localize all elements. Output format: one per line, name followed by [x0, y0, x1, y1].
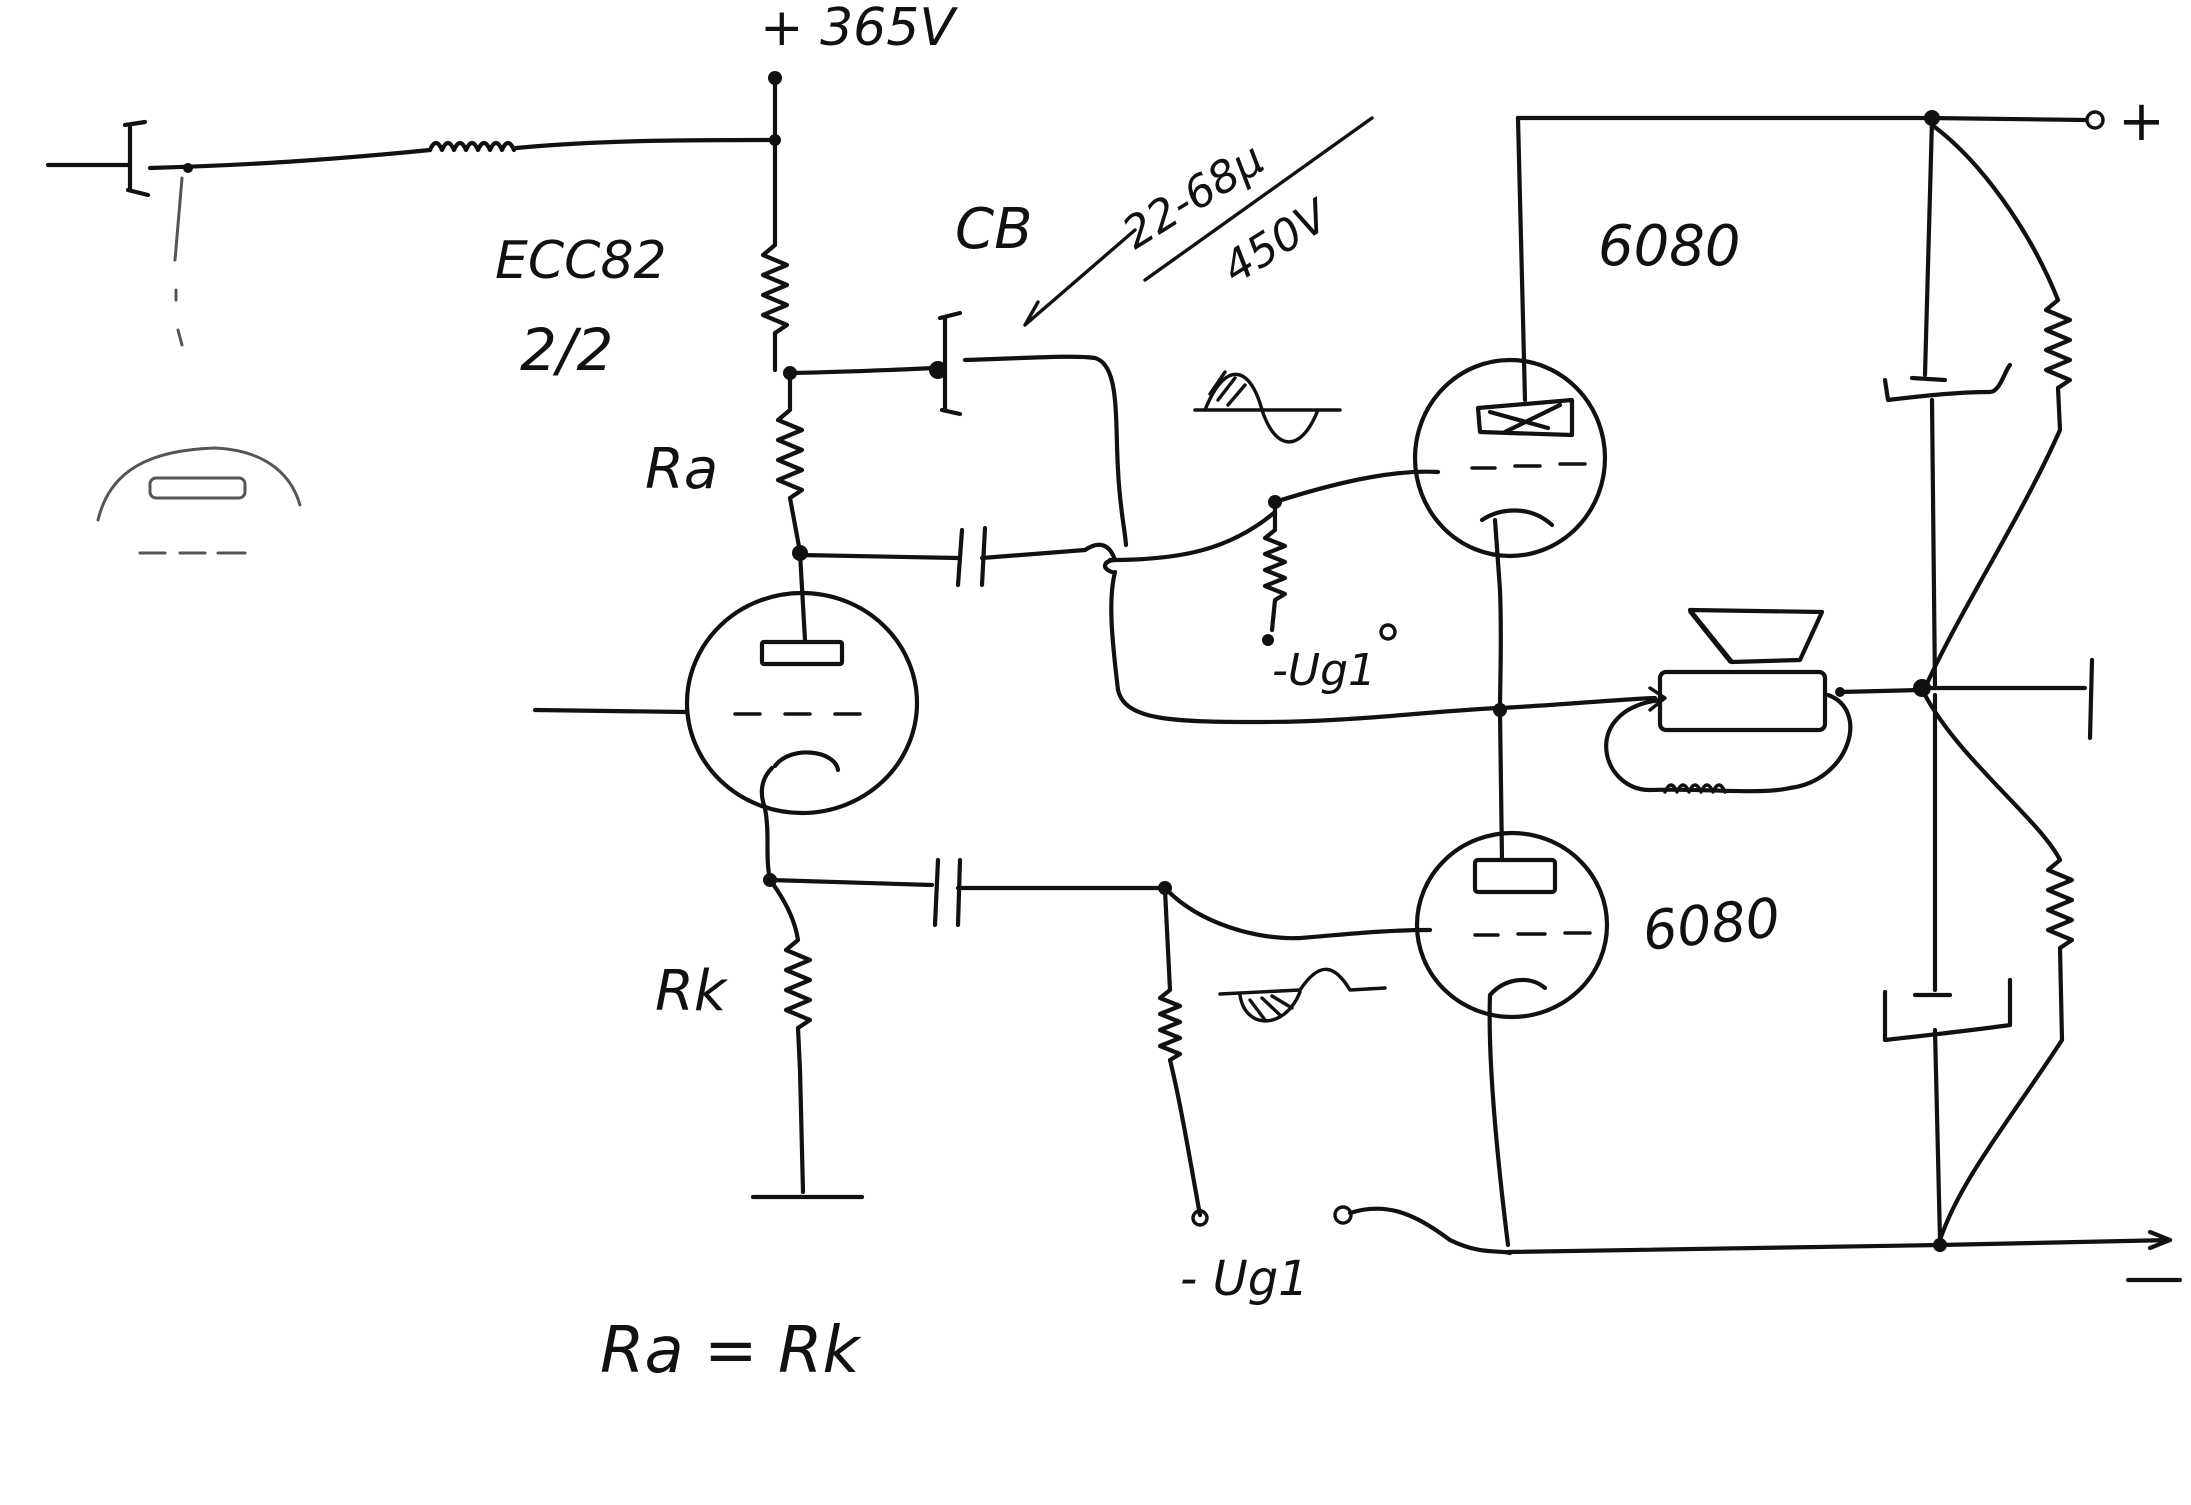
ghost-tube-sketch	[96, 446, 302, 555]
rail-minus-label: -	[2135, 1297, 2136, 1299]
bias-lower-label: - Ug1	[1180, 1251, 1309, 1307]
bootstrap-capacitor	[787, 116, 1374, 548]
supply-rail	[45, 71, 782, 347]
rail-plus-label: +	[2118, 89, 2165, 154]
supply-divider	[1882, 117, 2075, 1243]
equation-label: Ra = Rk	[600, 1314, 862, 1388]
anode-resistor-label: Ra	[645, 437, 718, 502]
output-stage	[1412, 110, 2183, 1283]
supply-voltage-label: + 365V	[760, 0, 958, 58]
bias-upper-label: -Ug1	[1272, 645, 1376, 696]
ecc82-tube	[684, 590, 920, 816]
cb-voltage: 450V	[1214, 189, 1340, 294]
upper-6080-tube	[1412, 357, 1608, 559]
lower-tube-label: 6080	[1640, 886, 1783, 963]
lower-6080-tube	[1414, 830, 1610, 1020]
driver-stage	[532, 242, 920, 1200]
upper-tube-label: 6080	[1598, 214, 1741, 279]
coupling-network	[767, 469, 1513, 1256]
speaker	[1497, 607, 2095, 794]
cb-label: CB	[955, 197, 1033, 262]
waveform-sketches	[1193, 370, 1387, 1023]
cathode-resistor-label: Rk	[655, 959, 729, 1024]
driver-section-label: 2/2	[520, 316, 613, 384]
driver-tube-label: ECC82	[495, 231, 667, 291]
